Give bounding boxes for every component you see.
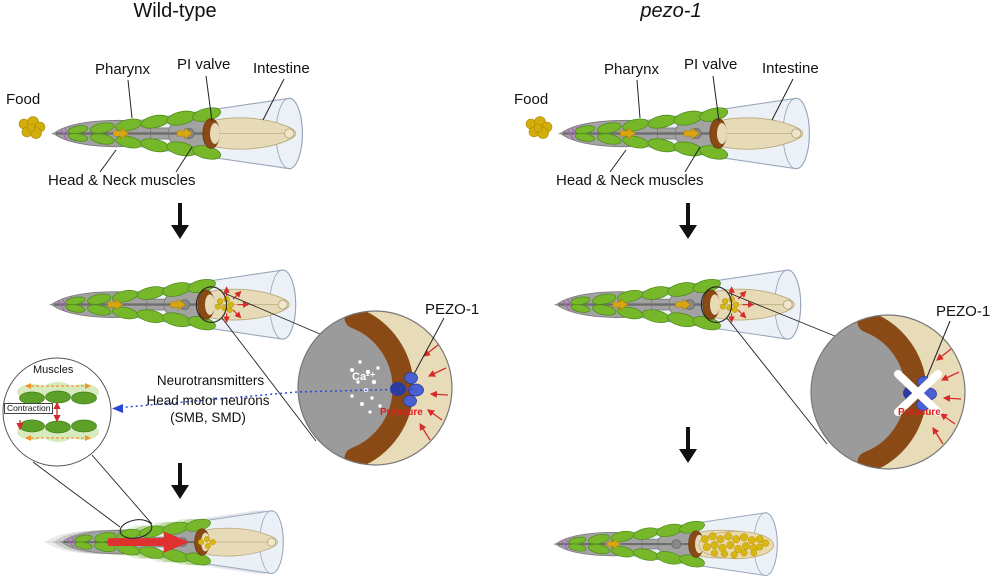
label-food-right: Food: [514, 91, 549, 108]
label-pezo1-left: PEZO-1: [425, 301, 480, 318]
shortening-arrows: [25, 383, 91, 441]
food-blob-left: [18, 116, 46, 139]
label-muscles: Muscles: [33, 364, 74, 376]
pressure-arrows: [932, 348, 962, 445]
magnify-wedge-right: [726, 292, 848, 445]
panel-title-pezo1: pezo-1: [640, 0, 702, 22]
down-arrow: [171, 203, 189, 239]
head-marker-circle: [119, 519, 153, 539]
knockout-x-icon: [894, 370, 942, 416]
label-smb-smd: (SMB, SMD): [170, 410, 246, 425]
muscle-inset-circle: [2, 357, 112, 467]
label-calcium: Ca²⁺: [352, 371, 376, 383]
down-arrow: [679, 203, 697, 239]
worm-pezo1-pressure: [553, 268, 802, 341]
label-pezo1-right: PEZO-1: [936, 303, 991, 320]
label-head-neck-left: Head & Neck muscles: [48, 172, 196, 189]
label-pharynx-right: Pharynx: [604, 61, 660, 78]
pressure-arrows: [419, 344, 449, 441]
inset-wedge: [32, 454, 153, 528]
worm-wildtype-pressure: [48, 268, 297, 341]
magnify-wedge-left: [221, 292, 335, 442]
label-pharynx-left: Pharynx: [95, 61, 151, 78]
signal-arrowhead-icon: [112, 404, 123, 413]
label-pi-valve-right: PI valve: [684, 56, 738, 73]
label-neurotransmitters: Neurotransmitters: [156, 373, 265, 388]
worm-pezo1-stuffed: [552, 511, 779, 577]
calcium-ions: [350, 360, 382, 414]
pezo1-pointer-line: [413, 317, 445, 375]
label-food-left: Food: [6, 91, 41, 108]
pointer-lines-right: [609, 75, 794, 173]
label-intestine-right: Intestine: [762, 60, 819, 77]
label-pressure-left: Pressure: [380, 407, 423, 418]
accumulated-food: [700, 532, 770, 559]
label-pressure-right: Pressure: [898, 407, 941, 418]
food-bolus: [198, 536, 216, 550]
pezo1-pointer-line: [926, 320, 951, 378]
panel-title-wildtype: Wild-type: [133, 0, 217, 22]
food-blob-right: [525, 116, 553, 139]
worm-pezo1-feeding: [557, 97, 811, 170]
worm-wildtype-swallowing: [43, 509, 285, 575]
zoom-circle-wildtype: [297, 310, 453, 466]
zoom-circle-pezo1: [810, 314, 966, 470]
worm-wildtype-feeding: [50, 97, 304, 170]
label-intestine-left: Intestine: [253, 60, 310, 77]
pointer-lines-left: [99, 75, 285, 173]
contracted-muscles: [19, 390, 97, 434]
label-head-motor-neurons: Head motor neurons: [146, 393, 270, 408]
label-head-neck-right: Head & Neck muscles: [556, 172, 704, 189]
down-arrow: [171, 463, 189, 499]
motion-arrow: [107, 531, 190, 553]
label-pi-valve-left: PI valve: [177, 56, 231, 73]
down-arrow: [679, 427, 697, 463]
pezo1-channel-icon: [390, 372, 424, 407]
contraction-arrows: [16, 401, 61, 431]
signal-dotted-line: [112, 388, 413, 413]
label-contraction: Contraction: [4, 403, 54, 415]
